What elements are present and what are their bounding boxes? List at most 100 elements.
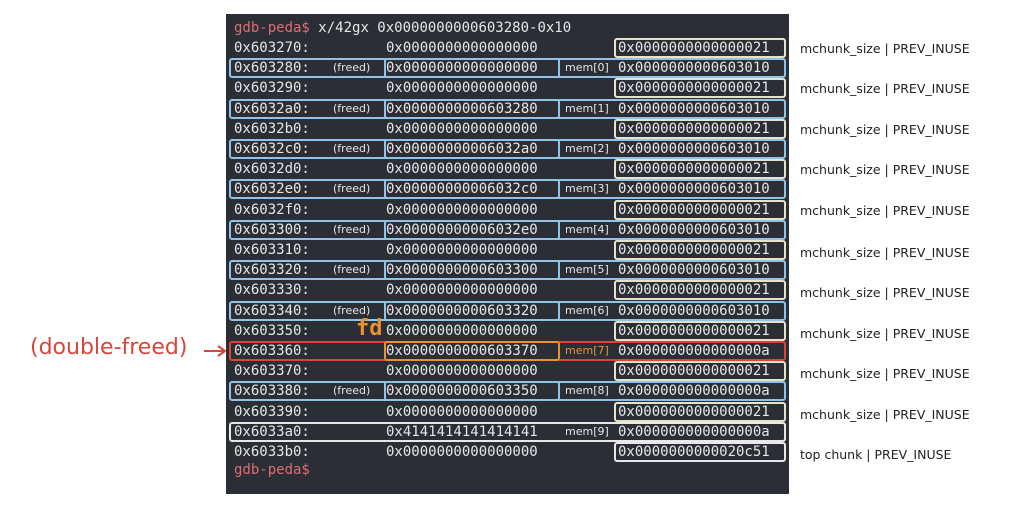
row-value-2: 0x0000000000603010 <box>618 302 770 319</box>
row-value-1: 0x00000000006032c0 <box>386 181 538 198</box>
row-value-1: 0x0000000000000000 <box>386 40 538 56</box>
prompt-end: gdb-peda$ <box>234 462 310 478</box>
chunk-annotation: mchunk_size | PREV_INUSE <box>800 285 970 301</box>
row-value-1: 0x0000000000000000 <box>386 80 538 97</box>
chunk-annotation: mchunk_size | PREV_INUSE <box>800 245 970 260</box>
row-address: 0x603290: <box>234 80 310 97</box>
chunk-size-box <box>614 240 786 260</box>
chunk-annotation: mchunk_size | PREV_INUSE <box>800 202 970 218</box>
row-value-1: 0x0000000000000000 <box>386 242 538 258</box>
chunk-annotation: mchunk_size | PREV_INUSE <box>800 406 970 422</box>
row-value-1: 0x0000000000000000 <box>386 282 538 299</box>
chunk-size-box <box>614 78 786 99</box>
row-value-2: 0x000000000000000a <box>618 383 770 400</box>
mem-index-label: mem[8] <box>565 384 609 398</box>
row-value-2: 0x0000000000603010 <box>618 141 770 157</box>
allocated-chunk-box <box>229 421 786 442</box>
row-value-1: 0x0000000000000000 <box>386 201 538 218</box>
freed-tag: (freed) <box>333 303 371 317</box>
mem-index-label: mem[1] <box>565 101 609 115</box>
row-value-2: 0x0000000000000021 <box>618 403 770 420</box>
chunk-size-box <box>614 361 786 382</box>
chunk-size-box <box>614 38 786 58</box>
mem-index-label: mem[2] <box>565 142 609 155</box>
row-address: 0x603310: <box>234 242 310 258</box>
row-address: 0x603350: <box>234 322 310 339</box>
mem-index-label: mem[9] <box>565 424 609 438</box>
command-line: gdb-peda$ x/42gx 0x0000000000603280-0x10 <box>234 18 571 38</box>
fd-label: fd <box>356 316 383 341</box>
chunk-annotation: mchunk_size | PREV_INUSE <box>800 81 970 97</box>
fd-pointer-box <box>384 300 560 321</box>
row-address: 0x603370: <box>234 363 310 380</box>
mem-index-label: mem[4] <box>565 222 609 236</box>
row-value-2: 0x0000000000603010 <box>618 60 770 77</box>
row-value-1: 0x0000000000603350 <box>386 383 538 400</box>
fd-pointer-box <box>384 219 560 240</box>
mem-index-label: mem[3] <box>565 182 609 196</box>
row-value-2: 0x000000000000000a <box>618 423 770 440</box>
fd-pointer-box <box>384 381 560 402</box>
freed-tag: (freed) <box>333 61 371 75</box>
row-address: 0x6032e0: <box>234 181 310 198</box>
freed-tag: (freed) <box>333 263 371 277</box>
row-value-1: 0x0000000000000000 <box>386 161 538 178</box>
chunk-size-box <box>614 118 786 139</box>
row-value-1: 0x0000000000000000 <box>386 403 538 420</box>
fd-pointer-box <box>384 341 560 361</box>
memory-row: 0x603290: 0x0000000000000000 0x00000000000… <box>226 78 789 99</box>
row-value-2: 0x0000000000603010 <box>618 262 770 279</box>
double-freed-label: (double-freed) <box>30 335 188 360</box>
chunk-annotation: mchunk_size | PREV_INUSE <box>800 41 970 56</box>
terminal-window: gdb-peda$ x/42gx 0x0000000000603280-0x10… <box>226 14 789 494</box>
row-address: 0x603340: <box>234 302 310 319</box>
row-address: 0x603360: <box>234 343 310 359</box>
row-value-1: 0x0000000000603370 <box>386 343 538 359</box>
fd-pointer-box <box>384 139 560 159</box>
row-address: 0x6032f0: <box>234 201 310 218</box>
row-value-2: 0x0000000000000021 <box>618 80 770 97</box>
row-address: 0x6032d0: <box>234 161 310 178</box>
mem-index-label: mem[6] <box>565 303 609 317</box>
row-value-2: 0x0000000000000021 <box>618 201 770 218</box>
chunk-annotation: top chunk | PREV_INUSE <box>800 447 952 462</box>
row-value-1: 0x00000000006032e0 <box>386 221 538 238</box>
freed-tag: (freed) <box>333 222 371 236</box>
chunk-annotation: mchunk_size | PREV_INUSE <box>800 325 970 341</box>
row-value-1: 0x4141414141414141 <box>386 423 538 440</box>
freed-tag: (freed) <box>333 182 371 196</box>
mem-index-label: mem[7] <box>565 344 609 357</box>
chunk-size-box <box>614 159 786 180</box>
row-value-1: 0x0000000000000000 <box>386 120 538 137</box>
fd-pointer-box <box>384 179 560 200</box>
mem-index-label: mem[5] <box>565 263 609 277</box>
row-value-2: 0x0000000000000021 <box>618 40 770 56</box>
prompt: gdb-peda$ <box>234 20 310 36</box>
memory-row: 0x603360: 0x0000000000603370 mem[7] 0x00000… <box>226 341 789 361</box>
row-value-1: 0x0000000000000000 <box>386 322 538 339</box>
row-value-1: 0x0000000000603280 <box>386 100 538 117</box>
freed-tag: (freed) <box>333 142 371 155</box>
row-value-2: 0x000000000000000a <box>618 343 770 359</box>
memory-row: 0x603300: (freed) 0x00000000006032e0 mem[4]… <box>226 219 789 240</box>
memory-row: 0x6032e0: (freed) 0x00000000006032c0 mem[3]… <box>226 179 789 200</box>
chunk-size-box <box>614 199 786 220</box>
row-address: 0x6033a0: <box>234 423 310 440</box>
row-address: 0x603390: <box>234 403 310 420</box>
freed-tag: (freed) <box>333 384 371 398</box>
row-value-2: 0x0000000000603010 <box>618 221 770 238</box>
row-address: 0x603300: <box>234 221 310 238</box>
row-value-2: 0x0000000000000021 <box>618 120 770 137</box>
memory-row: 0x603390: 0x0000000000000000 0x00000000000… <box>226 401 789 422</box>
row-value-1: 0x0000000000000000 <box>386 444 538 460</box>
row-address: 0x603280: <box>234 60 310 77</box>
